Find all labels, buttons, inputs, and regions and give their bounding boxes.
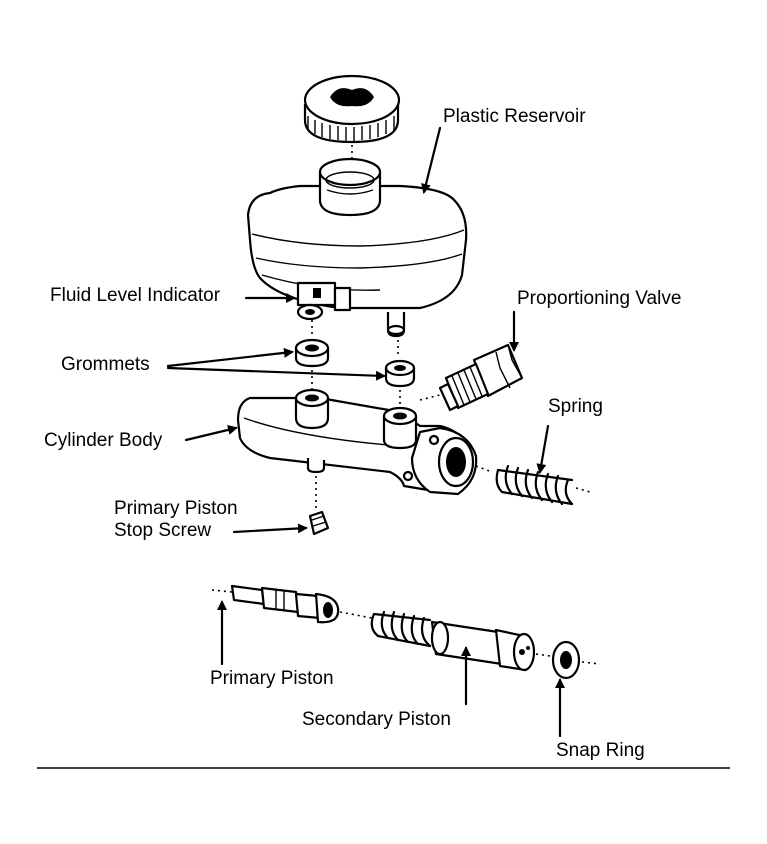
secondary-piston [370, 610, 536, 672]
label-spring: Spring [548, 396, 603, 417]
leader-lines [166, 126, 565, 738]
grommet-upper-small [296, 303, 324, 321]
label-cylinder-body: Cylinder Body [44, 430, 163, 451]
label-primary-piston: Primary Piston [210, 668, 334, 689]
primary-piston [230, 584, 340, 624]
label-secondary-piston: Secondary Piston [302, 709, 451, 730]
proportioning-valve [438, 343, 524, 412]
label-primary-piston-stop-screw-line1: Primary Piston [114, 498, 238, 519]
fluid-level-indicator [296, 281, 352, 312]
spring [495, 464, 574, 506]
label-primary-piston-stop-screw-line2: Stop Screw [114, 520, 212, 541]
label-fluid-level-indicator: Fluid Level Indicator [50, 285, 221, 306]
grommet-right [384, 359, 416, 388]
label-plastic-reservoir: Plastic Reservoir [443, 106, 586, 127]
cylinder-body [236, 388, 478, 496]
grommet-left [294, 338, 330, 368]
primary-piston-stop-screw [308, 510, 330, 536]
label-proportioning-valve: Proportioning Valve [517, 288, 682, 309]
label-snap-ring: Snap Ring [556, 740, 645, 761]
plastic-reservoir [246, 157, 468, 310]
reservoir-cap [303, 74, 401, 144]
label-grommets: Grommets [61, 354, 150, 375]
snap-ring [551, 640, 581, 680]
reservoir-outlet-right [386, 312, 406, 338]
